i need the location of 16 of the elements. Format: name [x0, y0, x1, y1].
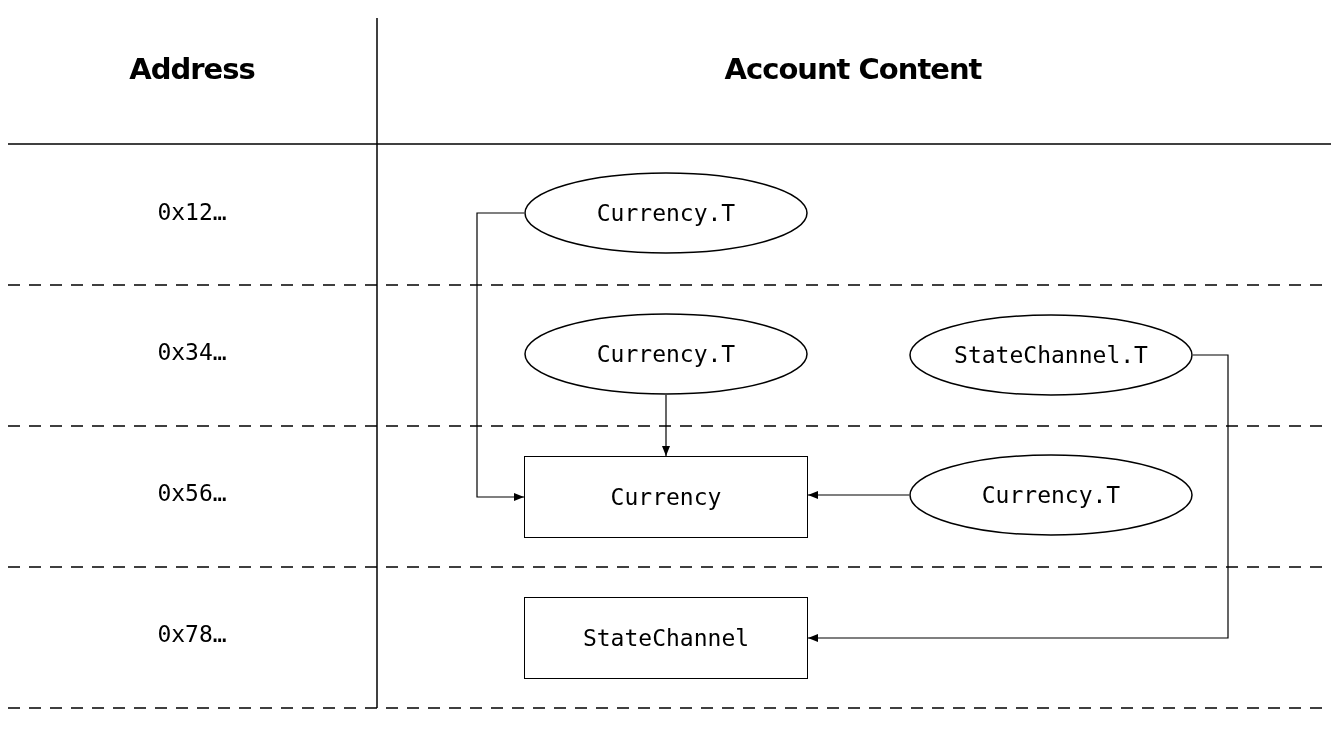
address-label: 0x34…: [157, 339, 227, 365]
column-header: Account Content: [724, 52, 982, 86]
arrow: [476, 212, 525, 501]
ellipse-node: Currency.T: [524, 172, 808, 254]
arrow: [662, 394, 670, 457]
address-label: 0x78…: [157, 621, 227, 647]
ellipse-node: Currency.T: [524, 313, 808, 395]
ellipse-node: StateChannel.T: [909, 314, 1193, 396]
arrow: [807, 491, 910, 499]
address-label: 0x12…: [157, 199, 227, 225]
ellipse-node: Currency.T: [909, 454, 1193, 536]
class-box: StateChannel: [524, 597, 808, 679]
class-box: Currency: [524, 456, 808, 538]
address-label: 0x56…: [157, 480, 227, 506]
arrow: [807, 354, 1229, 642]
column-header: Address: [129, 52, 255, 86]
